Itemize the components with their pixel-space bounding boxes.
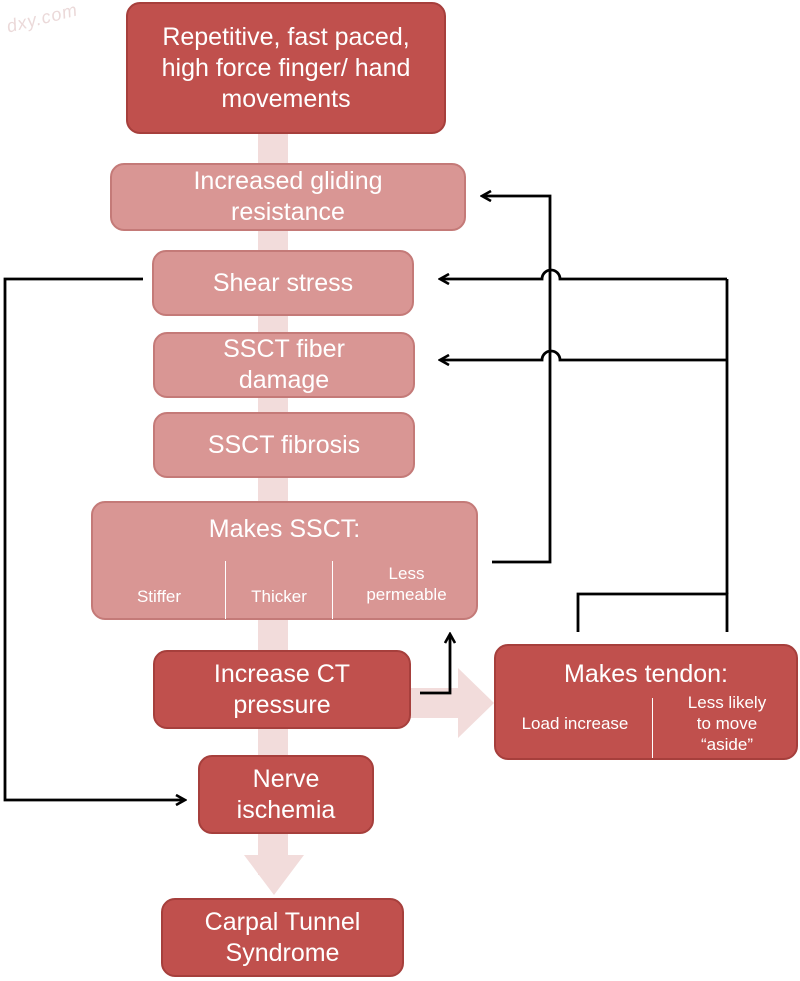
makes-ssct-divider xyxy=(225,561,226,619)
shear-to-ischemia-arrow xyxy=(3,277,185,800)
makes-ssct-title: Makes SSCT: xyxy=(208,515,361,543)
tendon-to-shear-arrow xyxy=(440,268,727,279)
makes-tendon-divider xyxy=(652,698,653,758)
node-increase-ct-pressure: Increase CT pressure xyxy=(153,650,411,729)
node-nerve-ischemia: Nerve ischemia xyxy=(198,755,374,834)
makes-tendon-item-load-increase: Load increase xyxy=(521,714,629,733)
node-shear-stress: Shear stress xyxy=(152,250,414,316)
node-gliding-resistance: Increased gliding resistance xyxy=(110,163,466,231)
pressure-to-tendon-arrow xyxy=(410,668,494,738)
tendon-bracket xyxy=(576,592,729,632)
node-makes-tendon: Makes tendon: Load increase Less likely … xyxy=(494,644,798,760)
spine-arrowhead xyxy=(244,855,304,895)
ssct-to-gliding-arrow xyxy=(482,196,552,564)
node-makes-ssct: Makes SSCT: Stiffer Thicker Less permeab… xyxy=(91,501,478,620)
makes-tendon-item-less-likely: Less likely to move “aside” xyxy=(687,693,767,754)
tendon-to-fiber-arrow xyxy=(440,349,727,360)
node-carpal-tunnel-syndrome: Carpal Tunnel Syndrome xyxy=(161,898,404,977)
makes-ssct-item-thicker: Thicker xyxy=(251,587,307,606)
node-repetitive-movements: Repetitive, fast paced, high force finge… xyxy=(126,2,446,134)
makes-tendon-title: Makes tendon: xyxy=(564,660,728,688)
makes-ssct-item-less-permeable: Less permeable xyxy=(366,564,447,604)
makes-ssct-item-stiffer: Stiffer xyxy=(136,587,182,606)
pressure-to-ssct-arrow xyxy=(420,634,450,695)
node-ssct-fibrosis: SSCT fibrosis xyxy=(153,412,415,478)
node-ssct-fiber-damage: SSCT fiber damage xyxy=(153,332,415,398)
makes-ssct-divider xyxy=(332,561,333,619)
